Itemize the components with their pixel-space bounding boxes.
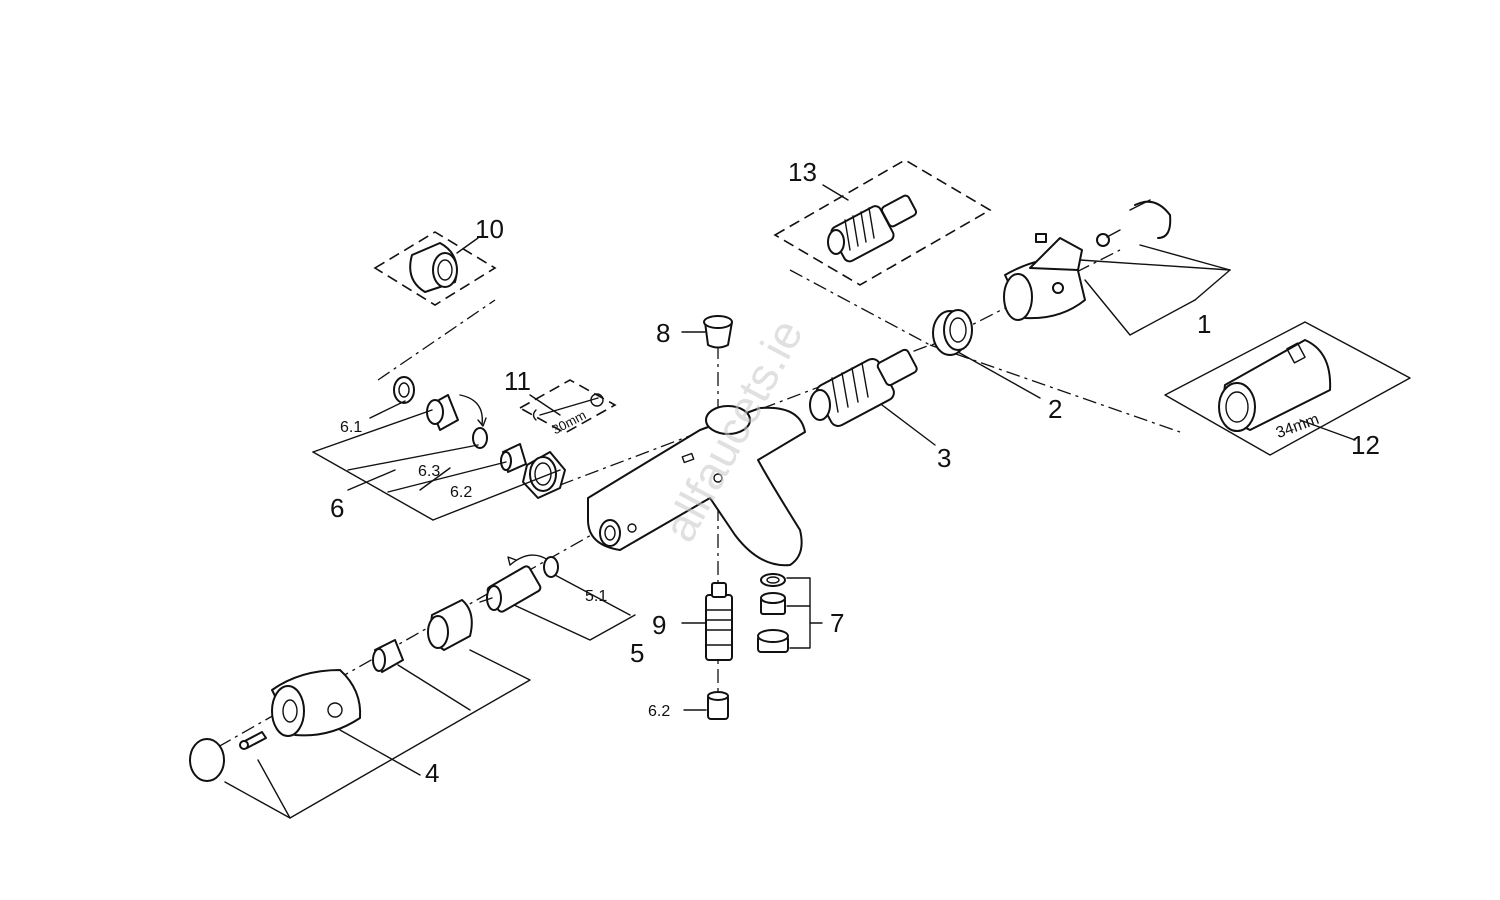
part-4-flow-handle[interactable] xyxy=(271,669,362,737)
label-11: 11 xyxy=(504,366,531,396)
part-7-washer[interactable] xyxy=(760,573,786,587)
label-7: 7 xyxy=(830,608,844,638)
label-13: 13 xyxy=(788,157,817,187)
leader-lines xyxy=(224,184,1356,819)
part-6-2-insert[interactable] xyxy=(500,443,527,473)
label-1: 1 xyxy=(1197,309,1211,339)
part-1-temperature-handle[interactable] xyxy=(1003,199,1231,321)
label-2: 2 xyxy=(1048,394,1062,424)
part-6-2-bottom-insert[interactable] xyxy=(707,691,729,720)
label-6: 6 xyxy=(330,493,344,523)
part-13-thermostatic-cartridge[interactable] xyxy=(773,159,992,286)
part-11-wrench-tool[interactable] xyxy=(518,379,617,434)
part-7-aerator[interactable] xyxy=(760,592,786,615)
label-5: 5 xyxy=(630,638,644,668)
part-7-aerator-housing[interactable] xyxy=(757,629,789,653)
label-6-1: 6.1 xyxy=(340,419,362,436)
label-9: 9 xyxy=(652,610,666,640)
part-8-cap[interactable] xyxy=(703,315,733,349)
part-4-adapter[interactable] xyxy=(427,599,473,651)
mixer-body[interactable] xyxy=(587,405,806,567)
part-9-diverter-cartridge[interactable] xyxy=(705,582,733,661)
part-12-assembly-key[interactable] xyxy=(1164,321,1411,456)
label-12: 12 xyxy=(1351,430,1380,460)
part-4-screw[interactable] xyxy=(239,731,267,750)
part-6-connector-nipple[interactable] xyxy=(426,394,487,431)
part-4-cap[interactable] xyxy=(189,738,225,782)
label-6-2: 6.2 xyxy=(450,484,472,501)
label-5-1: 5.1 xyxy=(585,588,607,605)
label-10: 10 xyxy=(475,214,504,244)
label-6-2-bottom: 6.2 xyxy=(648,703,670,720)
part-2-ring[interactable] xyxy=(932,309,973,356)
labels: 13 10 1 8 11 30mm 2 34mm 12 6.1 3 6.3 6.… xyxy=(330,157,1380,788)
part-1-screw[interactable] xyxy=(1096,229,1121,247)
part-6-o-ring[interactable] xyxy=(472,427,488,449)
part-10-check-valve[interactable] xyxy=(373,231,497,306)
part-6-1-filter[interactable] xyxy=(393,376,415,404)
label-8: 8 xyxy=(656,318,670,348)
part-6-union-nut[interactable] xyxy=(522,451,566,499)
part-5-1-o-ring[interactable] xyxy=(543,556,559,578)
label-3: 3 xyxy=(937,443,951,473)
label-6-3: 6.3 xyxy=(418,463,440,480)
part-5-flow-cartridge[interactable] xyxy=(479,554,549,613)
label-4: 4 xyxy=(425,758,439,788)
part-4-spline-adapter[interactable] xyxy=(372,639,404,673)
part-3-thermostat-element[interactable] xyxy=(809,348,918,428)
